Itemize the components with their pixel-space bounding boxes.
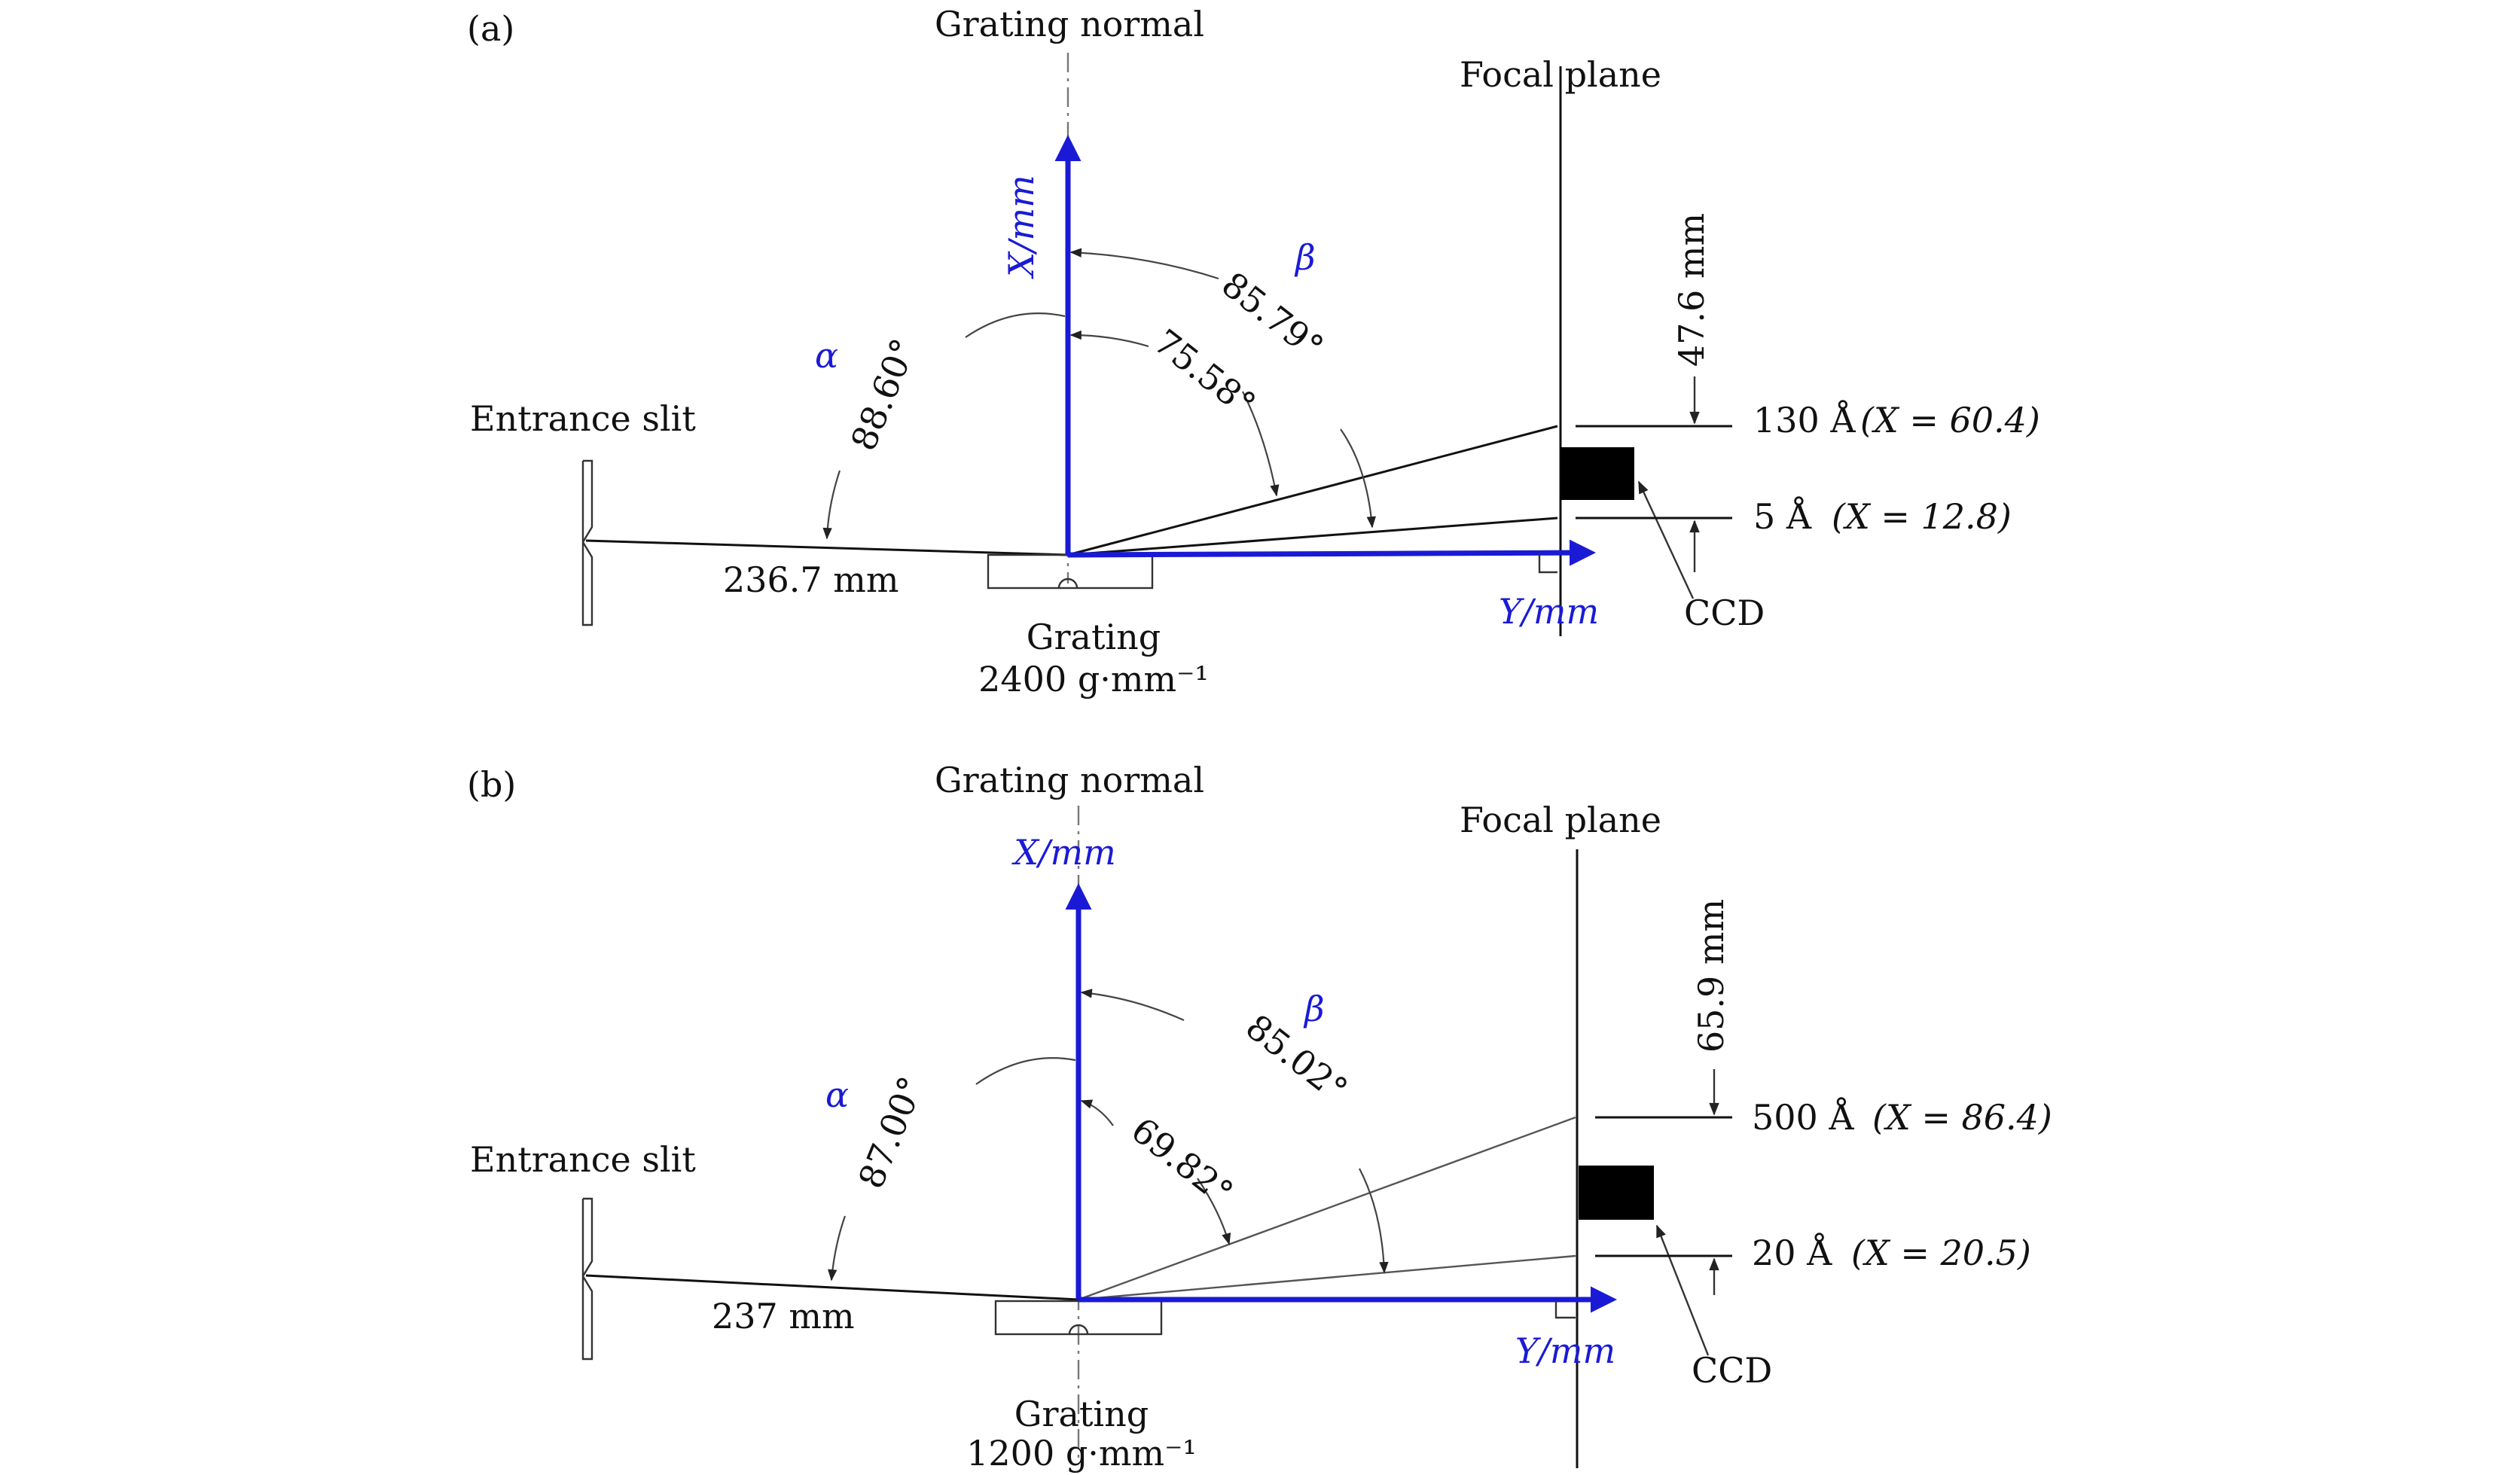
incident-ray bbox=[585, 1274, 1079, 1301]
entrance-distance-label: 237 mm bbox=[712, 1296, 855, 1336]
x-axis-label: X/mm bbox=[1001, 175, 1042, 279]
beta-inner-arc-lower bbox=[1242, 391, 1280, 497]
beta-outer-arc-lower bbox=[1359, 1168, 1389, 1274]
panel-label: (a) bbox=[467, 8, 514, 49]
entrance-distance-label: 236.7 mm bbox=[723, 559, 899, 600]
beta-inner-arc bbox=[1069, 330, 1149, 348]
diffracted-ray-short bbox=[1078, 1254, 1576, 1301]
grating bbox=[987, 553, 1154, 590]
entrance-slit-label: Entrance slit bbox=[470, 1139, 696, 1180]
alpha-arc-lower bbox=[822, 470, 841, 540]
wavelength-bottom-label: 20 Å bbox=[1752, 1232, 1832, 1273]
panel-label: (b) bbox=[467, 764, 516, 805]
y-axis-arrow bbox=[1067, 539, 1596, 566]
right-angle-mark bbox=[1538, 553, 1557, 574]
wavelength-bottom-pos: (X = 20.5) bbox=[1851, 1233, 2031, 1273]
right-angle-mark bbox=[1554, 1300, 1576, 1319]
focal-plane-label: Focal plane bbox=[1460, 54, 1661, 95]
wavelength-top-label: 130 Å bbox=[1753, 399, 1856, 440]
alpha-symbol: α bbox=[815, 335, 838, 376]
grating-normal-label: Grating normal bbox=[935, 760, 1204, 800]
beta-inner-angle-label: 69.82° bbox=[1124, 1109, 1240, 1213]
ccd-label: CCD bbox=[1684, 593, 1765, 633]
groove-density-label: 1200 g·mm⁻¹ bbox=[966, 1433, 1197, 1473]
wavelength-top-label: 500 Å bbox=[1752, 1096, 1854, 1138]
y-axis-label: Y/mm bbox=[1499, 591, 1599, 632]
ccd-block bbox=[1561, 447, 1634, 500]
ccd-pointer bbox=[1637, 480, 1695, 599]
grating-label: Grating bbox=[1027, 617, 1161, 657]
groove-density-label: 2400 g·mm⁻¹ bbox=[978, 659, 1209, 699]
panel-b: (b) Grating normal Focal plane Entrance … bbox=[467, 760, 2052, 1473]
wavelength-top-pos: (X = 86.4) bbox=[1872, 1097, 2052, 1138]
grating-label: Grating bbox=[1014, 1394, 1149, 1434]
beta-inner-arc-lower bbox=[1197, 1178, 1231, 1245]
alpha-angle-label: 88.60° bbox=[843, 333, 924, 456]
focal-plane-label: Focal plane bbox=[1460, 800, 1661, 840]
beta-outer-angle-label: 85.02° bbox=[1238, 1006, 1355, 1110]
incident-ray bbox=[585, 539, 1069, 556]
alpha-arc bbox=[975, 1057, 1076, 1085]
beta-outer-angle-label: 85.79° bbox=[1214, 264, 1331, 367]
ccd-label: CCD bbox=[1692, 1350, 1772, 1391]
wavelength-bottom-pos: (X = 12.8) bbox=[1832, 496, 2012, 537]
diffracted-ray-long bbox=[1078, 1116, 1576, 1301]
wavelength-bottom-label: 5 Å bbox=[1753, 495, 1812, 537]
panel-a: (a) Grating normal Focal plane Entrance … bbox=[467, 4, 2040, 699]
beta-outer-arc bbox=[1069, 248, 1219, 280]
beta-symbol: β bbox=[1294, 237, 1316, 278]
alpha-arc bbox=[965, 312, 1066, 338]
diffracted-ray-long bbox=[1067, 425, 1558, 556]
beta-outer-arc-lower bbox=[1340, 428, 1376, 529]
beta-inner-arc bbox=[1080, 1099, 1114, 1126]
detector-length-label: 47.6 mm bbox=[1671, 213, 1712, 367]
detector-length-label: 65.9 mm bbox=[1691, 899, 1731, 1053]
wavelength-top-pos: (X = 60.4) bbox=[1860, 400, 2040, 440]
entrance-slit bbox=[581, 1197, 593, 1361]
grating-normal-label: Grating normal bbox=[935, 4, 1204, 44]
beta-inner-angle-label: 75.58° bbox=[1146, 321, 1263, 425]
beta-outer-arc bbox=[1080, 989, 1185, 1022]
ccd-block bbox=[1579, 1166, 1654, 1220]
y-axis-label: Y/mm bbox=[1515, 1330, 1615, 1371]
alpha-arc-lower bbox=[828, 1215, 847, 1281]
alpha-angle-label: 87.00° bbox=[850, 1071, 932, 1194]
beta-symbol: β bbox=[1303, 989, 1325, 1029]
alpha-symbol: α bbox=[825, 1074, 849, 1115]
entrance-slit-label: Entrance slit bbox=[470, 398, 696, 439]
diffracted-ray-short bbox=[1067, 517, 1558, 556]
entrance-slit bbox=[581, 459, 593, 626]
x-axis-label: X/mm bbox=[1011, 832, 1115, 873]
ccd-pointer bbox=[1655, 1224, 1710, 1356]
